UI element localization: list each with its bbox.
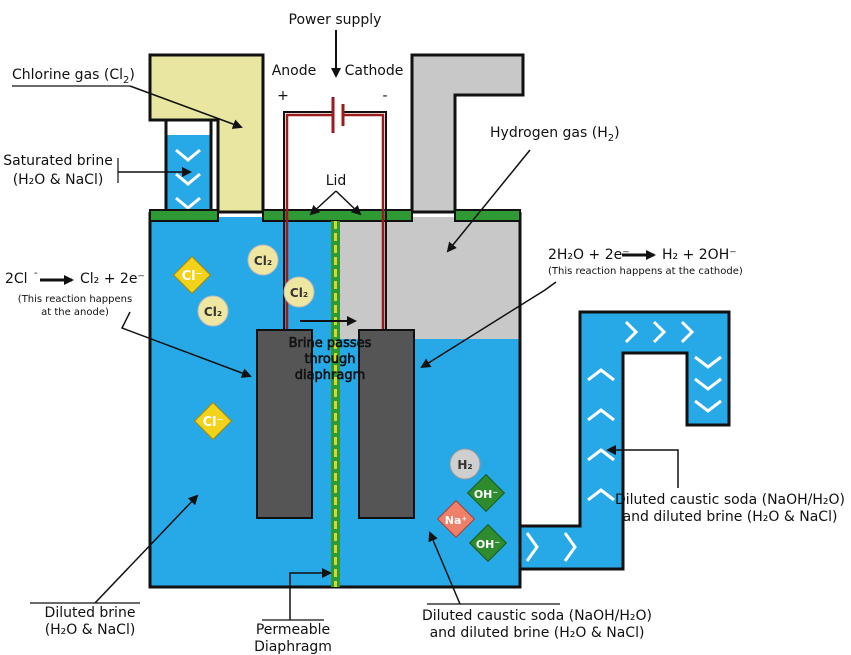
- cl2-molecule: Cl₂: [197, 295, 229, 327]
- svg-text:Cl₂: Cl₂: [254, 254, 272, 268]
- pipe-flow-chevron: [587, 488, 615, 502]
- diluted-brine-sublabel: (H₂O & NaCl): [45, 622, 136, 638]
- lid: [454, 209, 521, 222]
- lid-pointer: [335, 190, 362, 216]
- hydrogen-gas-label: Hydrogen gas (H2): [490, 125, 620, 144]
- anode-wire: [283, 111, 333, 330]
- anode-label: Anode: [272, 63, 317, 79]
- na-plus-ion: Na⁺: [436, 499, 476, 539]
- power-supply-label: Power supply: [289, 12, 382, 28]
- pipe-flow-chevron: [525, 532, 539, 562]
- anode-plus-sign: +: [277, 88, 289, 104]
- brine-passes-label: Brine passes: [289, 336, 372, 351]
- anode-equation-note: (This reaction happens: [18, 294, 132, 305]
- svg-text:Na⁺: Na⁺: [445, 514, 468, 527]
- chlorine-gas-label: Chlorine gas (Cl2): [12, 67, 135, 86]
- brine-passes-label: diaphragm: [295, 368, 366, 383]
- caustic-right-label: Diluted caustic soda (NaOH/H₂O): [615, 492, 845, 508]
- pipe-flow-chevron: [694, 399, 722, 413]
- pipe-flow-chevron: [587, 368, 615, 382]
- pipe-flow-chevron: [680, 320, 695, 344]
- svg-text:OH⁻: OH⁻: [474, 488, 499, 501]
- caustic-outlet-pipe: [518, 310, 731, 571]
- diluted-brine-pointer: [94, 494, 199, 604]
- brine-passes-label: through: [304, 352, 355, 367]
- inlet-flow-chevron: [175, 196, 201, 210]
- anode-equation-lhs: 2Cl: [5, 271, 28, 287]
- inlet-flow-chevron: [175, 172, 201, 186]
- pipe-flow-chevron: [694, 355, 722, 369]
- inlet-flow-chevron: [175, 148, 201, 162]
- permeable-diaphragm-label: Permeable: [256, 622, 330, 638]
- svg-text:H₂: H₂: [457, 458, 472, 472]
- lid: [149, 209, 219, 222]
- pipe-flow-chevron: [587, 408, 615, 422]
- pipe-flow-chevron: [624, 320, 639, 344]
- oh-minus-ion: OH⁻: [466, 473, 506, 513]
- cl2-molecule: Cl₂: [283, 276, 315, 308]
- lid-label: Lid: [326, 173, 347, 189]
- cathode-equation-pointer: [420, 281, 557, 369]
- anode-wire-red: [285, 113, 333, 330]
- cathode-compartment-gas: [335, 217, 520, 339]
- caustic-bottom-pointer: [428, 531, 461, 605]
- caustic-bottom-sublabel: and diluted brine (H₂O & NaCl): [430, 625, 645, 641]
- cl2-molecule: Cl₂: [247, 244, 279, 276]
- pipe-flow-chevron: [694, 377, 722, 391]
- permeable-diaphragm-sublabel: Diaphragm: [254, 639, 332, 655]
- cl-minus-ion: Cl⁻: [193, 401, 233, 441]
- caustic-right-sublabel: and diluted brine (H₂O & NaCl): [623, 509, 838, 525]
- svg-text:Cl⁻: Cl⁻: [203, 415, 224, 430]
- cathode-wire: [343, 111, 387, 330]
- cathode-electrode: [358, 329, 415, 519]
- saturated-brine-label: Saturated brine: [3, 153, 113, 169]
- cathode-wire-red: [343, 113, 385, 330]
- pipe-flow-chevron: [587, 448, 615, 462]
- caustic-right-pointer: [606, 445, 679, 488]
- hydrogen-gas-pointer: [446, 149, 531, 253]
- cathode-equation-note: (This reaction happens at the cathode): [548, 266, 743, 277]
- cathode-equation-rhs: H₂ + 2OH⁻: [662, 247, 737, 263]
- cl-minus-ion: Cl⁻: [172, 255, 212, 295]
- anode-electrode: [256, 329, 313, 519]
- svg-text:Cl₂: Cl₂: [204, 305, 222, 319]
- oh-minus-ion: OH⁻: [468, 523, 508, 563]
- svg-text:Cl₂: Cl₂: [290, 286, 308, 300]
- permeable-diaphragm-pointer: [289, 568, 332, 620]
- anode-equation-pointer: [120, 311, 252, 378]
- cathode-minus-sign: -: [382, 88, 387, 104]
- anode-equation-note: at the anode): [41, 307, 109, 318]
- anode-equation-lhs-charge: -: [34, 268, 38, 279]
- saturated-brine-sublabel: (H₂O & NaCl): [13, 172, 104, 188]
- cathode-equation-lhs: 2H₂O + 2e⁻: [548, 247, 630, 263]
- pipe-flow-chevron: [563, 532, 577, 562]
- brine-inlet-tube: [166, 135, 211, 217]
- lid: [262, 209, 413, 222]
- chlorine-gas-pointer: [129, 85, 243, 129]
- lid-pointer: [309, 190, 337, 216]
- svg-text:OH⁻: OH⁻: [476, 538, 501, 551]
- h2-molecule: H₂: [449, 448, 481, 480]
- pipe-flow-chevron: [652, 320, 667, 344]
- anode-equation-rhs: Cl₂ + 2e⁻: [80, 271, 145, 287]
- svg-text:Cl⁻: Cl⁻: [182, 269, 203, 284]
- caustic-bottom-label: Diluted caustic soda (NaOH/H₂O): [422, 608, 652, 624]
- cathode-label: Cathode: [345, 63, 404, 79]
- diluted-brine-label: Diluted brine: [45, 605, 136, 621]
